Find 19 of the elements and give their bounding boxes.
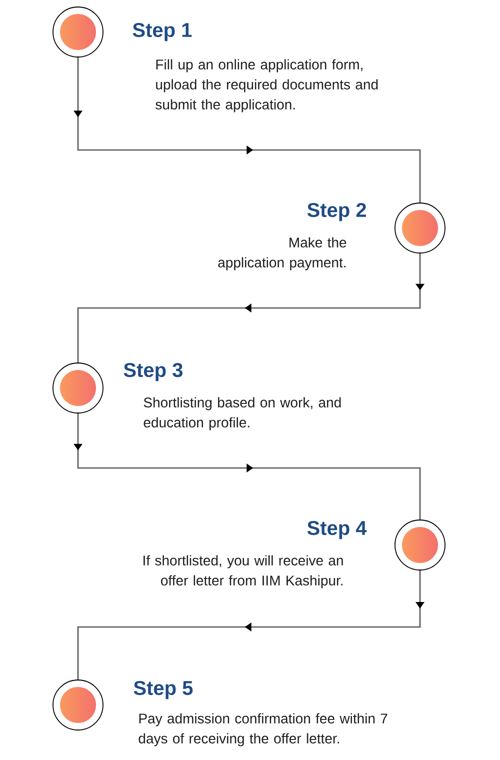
connector-arrow: [74, 413, 421, 520]
connector-arrow: [77, 253, 424, 363]
step-title: Step 4: [307, 520, 367, 540]
step-description: Make the application payment.: [218, 237, 346, 270]
step-title: Step 3: [124, 362, 182, 382]
step-circle: [52, 6, 104, 58]
connector-arrow: [77, 570, 424, 680]
step-description: Fill up an online application form, upload the required documents and submit the application.: [156, 59, 378, 112]
step-circle: [394, 202, 446, 254]
step-title: Step 1: [132, 22, 192, 42]
step-description: Pay admission confirmation fee within 7 days of receiving the offer letter.: [138, 713, 388, 746]
step-circle: [52, 362, 104, 414]
connector-arrow: [74, 57, 421, 203]
step-circle: [52, 680, 104, 730]
step-description: If shortlisted, you will receive an offer letter from IIM Kashipur.: [144, 555, 343, 588]
step-title: Step 5: [134, 680, 193, 700]
step-description: Shortlisting based on work, and education profile.: [144, 397, 341, 430]
step-title: Step 2: [307, 202, 366, 222]
step-circle: [394, 520, 446, 570]
